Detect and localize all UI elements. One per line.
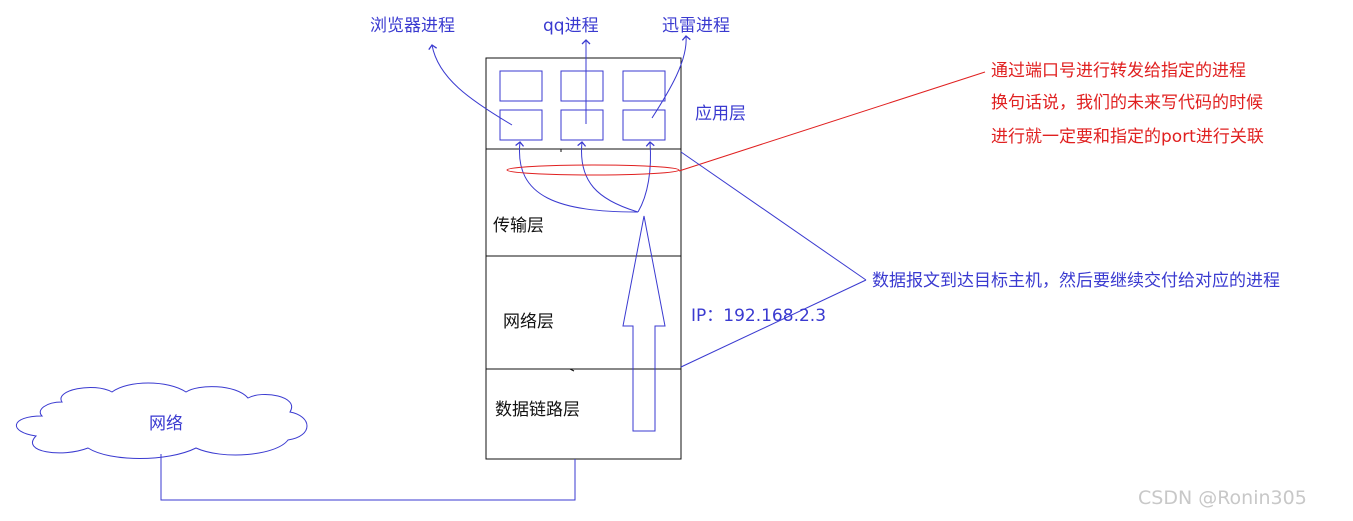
- port-pointer-line: [678, 71, 986, 172]
- network-cable: [160, 454, 576, 501]
- arrow-to-xunlei-process: [651, 35, 691, 119]
- note-pointer-line-top: [680, 151, 867, 281]
- port-annotation-line3: 进行就一定要和指定的port进行关联: [991, 127, 1264, 147]
- arrow-to-browser-process: [428, 44, 513, 126]
- process-box: [622, 109, 666, 141]
- process-box: [499, 70, 543, 102]
- network-cloud-label: 网络: [149, 414, 183, 434]
- transport-layer-label: 传输层: [493, 216, 544, 236]
- xunlei-process-label: 迅雷进程: [662, 16, 730, 36]
- host-stack-box: [485, 57, 682, 460]
- upward-data-arrow: [622, 215, 666, 432]
- demux-arrow-qq: [577, 141, 639, 213]
- process-box: [560, 109, 604, 141]
- datalink-layer-label: 数据链路层: [495, 400, 580, 420]
- port-annotation-line2: 换句话说，我们的未来写代码的时候: [991, 93, 1263, 113]
- tick-mark: [569, 368, 575, 372]
- process-box: [499, 109, 543, 141]
- port-ellipse: [506, 164, 680, 176]
- process-box: [622, 70, 666, 102]
- port-annotation-line1: 通过端口号进行转发给指定的进程: [991, 61, 1246, 81]
- application-layer-label: 应用层: [695, 104, 746, 124]
- delivery-note: 数据报文到达目标主机，然后要继续交付给对应的进程: [872, 271, 1280, 291]
- csdn-watermark: CSDN @Ronin305: [1138, 487, 1307, 509]
- network-cloud-shape: [15, 382, 308, 459]
- ip-address-label: IP：192.168.2.3: [691, 306, 827, 326]
- demux-arrow-xunlei: [637, 141, 655, 213]
- demux-arrow-browser: [515, 141, 639, 213]
- network-layer-label: 网络层: [503, 312, 554, 332]
- browser-process-label: 浏览器进程: [370, 16, 455, 36]
- process-box: [560, 70, 604, 102]
- qq-process-label: qq进程: [543, 16, 599, 36]
- note-pointer-line-bottom: [680, 279, 867, 368]
